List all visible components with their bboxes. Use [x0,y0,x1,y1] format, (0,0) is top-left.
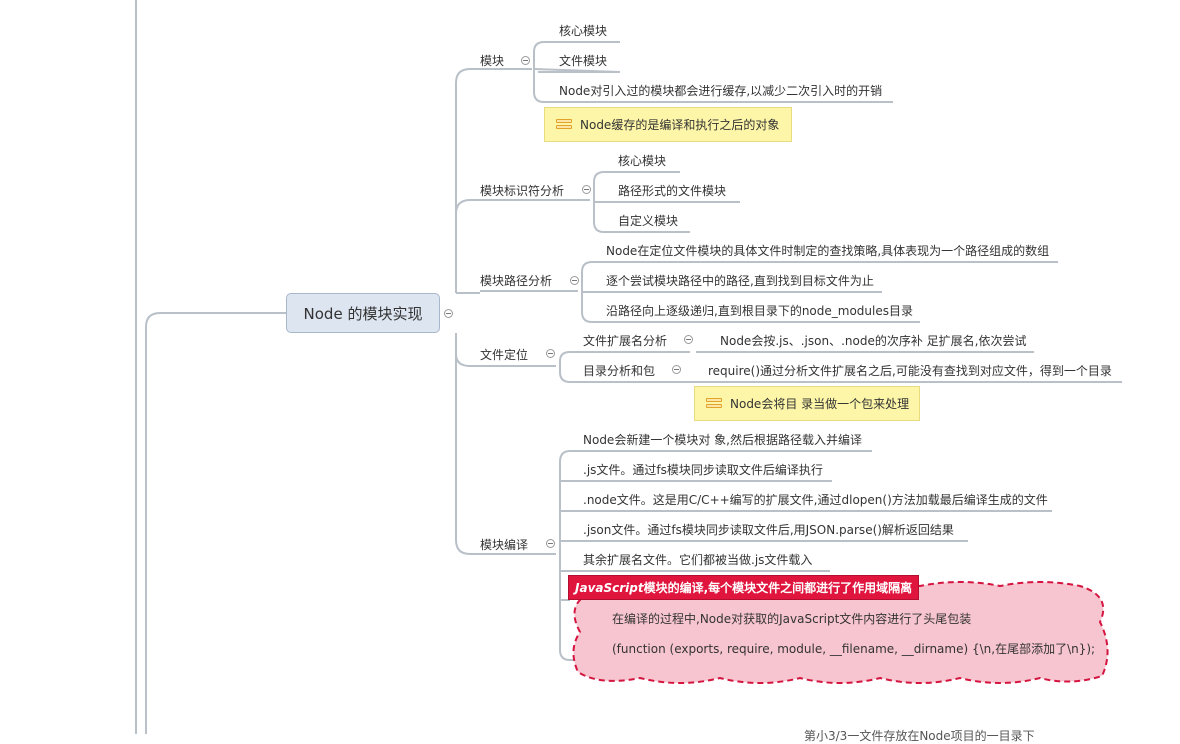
collapse-toggle-module[interactable] [521,56,530,65]
topic-identifier-path[interactable]: 路径形式的文件模块 [618,184,727,198]
topic-compile-other[interactable]: 其余扩展名文件。它们都被当做.js文件载入 [583,553,813,567]
topic-dir-analysis[interactable]: 目录分析和包 [583,364,656,378]
topic-dir-detail[interactable]: require()通过分析文件扩展名之后,可能没有查找到对应文件，得到一个目录 [708,364,1112,378]
topic-module-cache[interactable]: Node对引入过的模块都会进行缓存,以减少二次引入时的开销 [559,84,883,98]
topic-file-module[interactable]: 文件模块 [559,54,608,68]
topic-js-wrap[interactable]: 在编译的过程中,Node对获取的JavaScript文件内容进行了头尾包装 [612,612,972,626]
topic-compile-json[interactable]: .json文件。通过fs模块同步读取文件后,用JSON.parse()解析返回结… [583,523,954,537]
note-package-text: Node会将目 录当做一个包来处理 [730,397,910,411]
collapse-toggle-locate[interactable] [546,349,555,358]
topic-path-strategy[interactable]: Node在定位文件模块的具体文件时制定的查找策略,具体表现为一个路径组成的数组 [606,244,1050,258]
collapse-toggle-ext[interactable] [684,335,693,344]
topic-file-locate[interactable]: 文件定位 [480,348,529,362]
note-icon [556,118,572,131]
js-compile-rest: 模块的编译,每个模块文件之间都进行了作用域隔离 [643,581,913,595]
collapse-toggle-compile[interactable] [546,539,555,548]
root-topic[interactable]: Node 的模块实现 [286,293,440,333]
topic-path-recursive[interactable]: 沿路径向上逐级递归,直到根目录下的node_modules目录 [606,304,913,318]
js-compile-italic: JavaScript [575,580,644,595]
collapse-toggle-path[interactable] [570,276,579,285]
note-package[interactable]: Node会将目 录当做一个包来处理 [694,386,920,421]
collapse-toggle-root[interactable] [444,309,453,318]
topic-core-module[interactable]: 核心模块 [559,24,608,38]
note-cache[interactable]: Node缓存的是编译和执行之后的对象 [544,107,792,142]
topic-compile-node[interactable]: .node文件。这是用C/C++编写的扩展文件,通过dlopen()方法加载最后… [583,493,1048,507]
topic-identifier-custom[interactable]: 自定义模块 [618,214,679,228]
topic-compile-js[interactable]: .js文件。通过fs模块同步读取文件后编译执行 [583,463,823,477]
topic-compile-new[interactable]: Node会新建一个模块对 象,然后根据路径载入并编译 [583,433,862,447]
topic-bottom-fragment[interactable]: 第小3/3一文件存放在Node项目的一目录下 [804,729,1035,743]
topic-module[interactable]: 模块 [480,54,505,68]
topic-js-function[interactable]: (function (exports, require, module, __f… [612,642,1096,656]
topic-identifier-core[interactable]: 核心模块 [618,154,667,168]
note-cache-text: Node缓存的是编译和执行之后的对象 [580,118,780,132]
root-topic-label: Node 的模块实现 [303,304,423,323]
topic-ext-analysis[interactable]: 文件扩展名分析 [583,334,668,348]
note-icon [706,397,722,410]
topic-path-analysis[interactable]: 模块路径分析 [480,274,553,288]
collapse-toggle-identifier[interactable] [582,185,591,194]
topic-path-try[interactable]: 逐个尝试模块路径中的路径,直到找到目标文件为止 [606,274,874,288]
topic-identifier-analysis[interactable]: 模块标识符分析 [480,184,565,198]
topic-module-compile[interactable]: 模块编译 [480,538,529,552]
collapse-toggle-dir[interactable] [672,365,681,374]
topic-ext-detail[interactable]: Node会按.js、.json、.node的次序补 足扩展名,依次尝试 [720,334,1027,348]
